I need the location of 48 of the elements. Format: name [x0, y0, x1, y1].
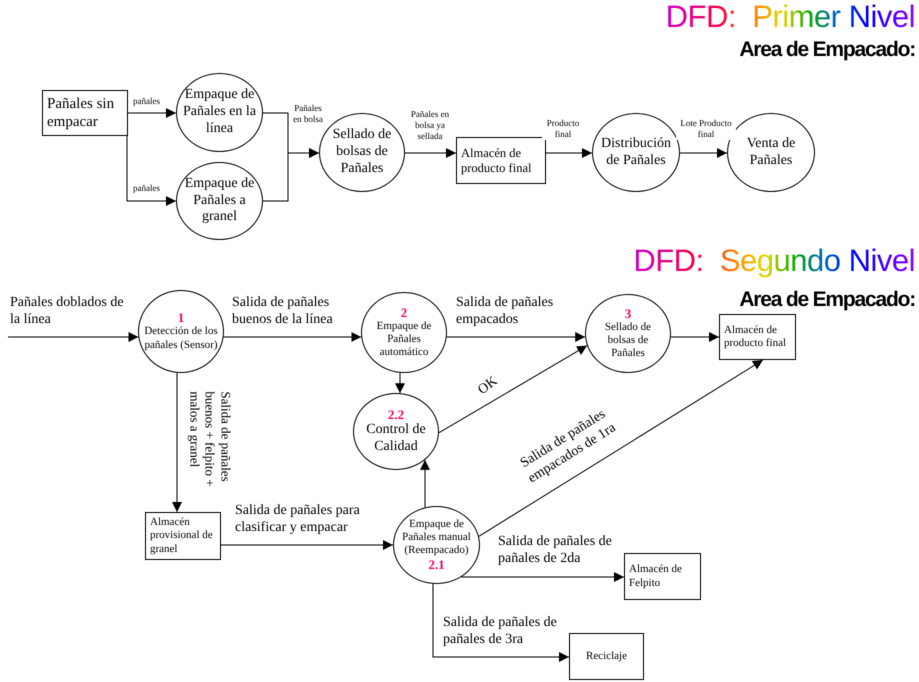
store-box: [456, 137, 546, 184]
arrow: [446, 332, 586, 342]
arrow: [126, 136, 176, 206]
process-number: 2: [400, 306, 408, 320]
arrow: [680, 148, 728, 158]
node-label: Sellado de bolsas de Pañales: [332, 127, 392, 178]
node-label: Control de Calidad: [365, 422, 427, 456]
arrow: [223, 332, 362, 342]
node-label: Empaque de Pañales automático: [376, 320, 432, 360]
section-heading: Area de Empacado:: [739, 38, 915, 62]
arrow: [670, 332, 720, 342]
arrow: [8, 332, 139, 342]
node-label: Almacén de producto final: [724, 324, 788, 350]
node-label: Sellado de bolsas de Pañales: [604, 320, 652, 360]
arrow: [128, 108, 176, 118]
node-label: Almacén de Felpito: [629, 563, 683, 590]
node-label: Empaque de Pañales en la línea: [182, 87, 258, 138]
arrow: [546, 148, 592, 158]
node-label: Venta de Pañales: [746, 136, 796, 170]
node-label: Empaque de Pañales manual (Reempacado): [401, 518, 472, 558]
node-label: Almacén provisional de granel: [150, 516, 214, 556]
arrow: [172, 372, 182, 512]
arrow: [404, 148, 456, 158]
arrow: [420, 459, 430, 508]
store-box: [42, 90, 128, 136]
arrow: [395, 372, 405, 394]
node-label: Almacén de producto final: [461, 146, 532, 176]
node-label: Empaque de Pañales a granel: [184, 176, 256, 226]
edge-label: Lote Producto final: [676, 118, 736, 140]
arrow: [438, 345, 588, 434]
node-label: Distribución de Pañales: [600, 136, 672, 170]
arrow: [460, 572, 624, 582]
store-box: [624, 553, 701, 600]
store-box: [145, 512, 221, 560]
arrow: [262, 148, 320, 202]
arrow: [220, 540, 394, 550]
process-number: 1: [178, 311, 184, 326]
arrow: [432, 583, 570, 662]
process-number: 2.2: [388, 408, 404, 422]
node-label: Detección de los pañales (Sensor): [143, 325, 219, 352]
process-number: 2.1: [428, 558, 445, 572]
store-box: [569, 633, 644, 680]
arrow: [478, 360, 764, 537]
section-heading: Area de Empacado:: [739, 288, 915, 312]
node-label: Pañales sin empacar: [47, 95, 116, 131]
process-number: 3: [624, 306, 632, 321]
store-box: [719, 314, 796, 360]
node-label: Reciclaje: [586, 650, 627, 664]
